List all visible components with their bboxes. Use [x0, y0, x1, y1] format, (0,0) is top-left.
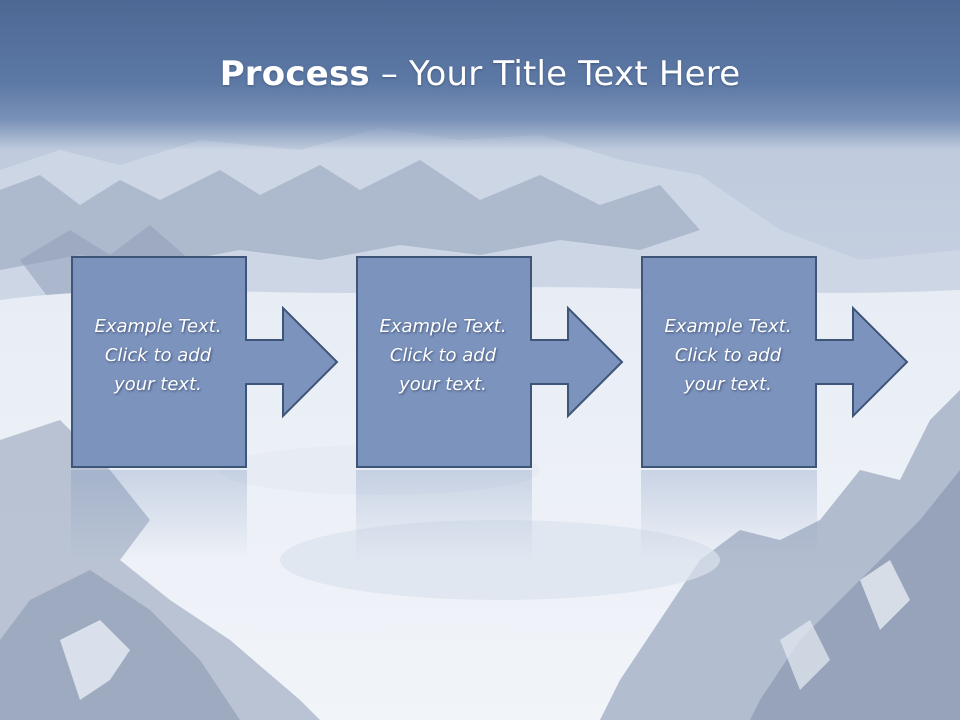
process-step-1[interactable]: Example Text. Click to add your text.: [71, 256, 341, 470]
process-step-3[interactable]: Example Text. Click to add your text.: [641, 256, 911, 470]
title-bold: Process: [219, 54, 370, 94]
step-text-line: Example Text.: [94, 316, 222, 337]
right-arrow-icon: [71, 256, 339, 468]
step-text-line: Example Text.: [664, 316, 792, 337]
step-3-text: Example Text. Click to add your text.: [643, 312, 813, 399]
step-2-text: Example Text. Click to add your text.: [358, 312, 528, 399]
step-text-line: Click to add: [104, 345, 212, 366]
right-arrow-icon: [356, 256, 624, 468]
slide-title[interactable]: Process – Your Title Text Here: [0, 52, 960, 96]
process-step-2[interactable]: Example Text. Click to add your text.: [356, 256, 626, 470]
step-text-line: your text.: [684, 374, 772, 395]
right-arrow-icon: [641, 256, 909, 468]
step-1-text: Example Text. Click to add your text.: [73, 312, 243, 399]
step-text-line: Click to add: [389, 345, 497, 366]
title-band: [0, 0, 960, 150]
title-rest: – Your Title Text Here: [369, 54, 741, 94]
step-2-reflection: [356, 470, 532, 560]
step-3-reflection: [641, 470, 817, 560]
step-text-line: Click to add: [674, 345, 782, 366]
step-text-line: your text.: [399, 374, 487, 395]
step-text-line: Example Text.: [379, 316, 507, 337]
step-1-reflection: [71, 470, 247, 560]
step-text-line: your text.: [114, 374, 202, 395]
